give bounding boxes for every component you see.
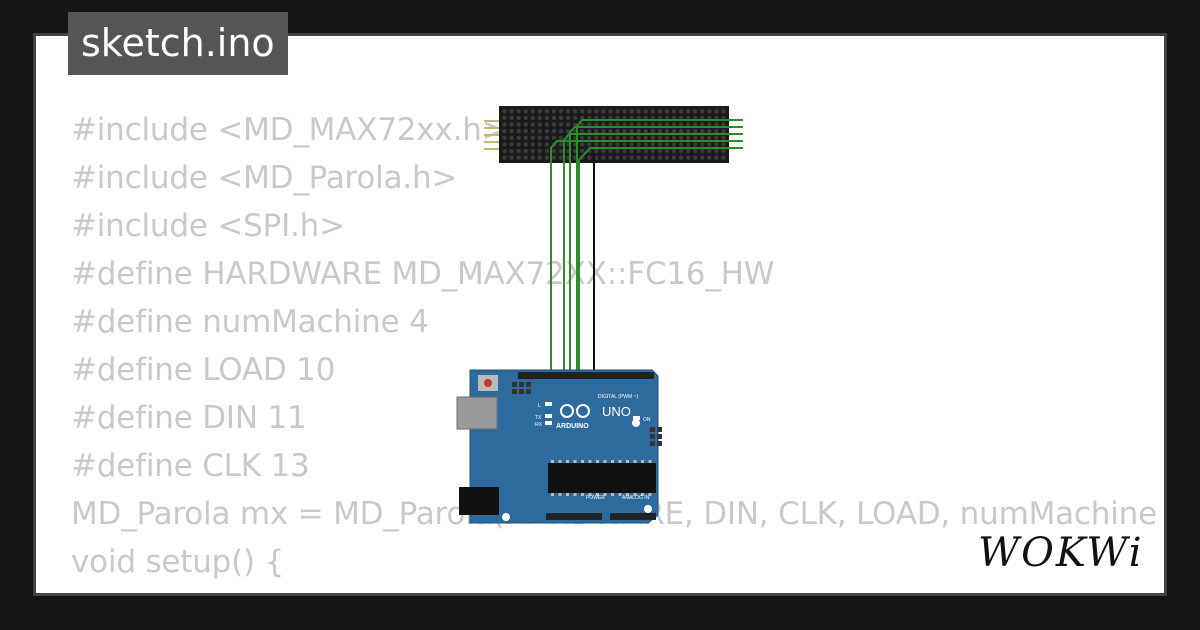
microcontroller-chip	[548, 463, 656, 493]
wire-gnd	[569, 126, 743, 378]
code-line: #include <SPI.h>	[71, 208, 345, 244]
code-editor: #include <MD_MAX72xx.h> #include <MD_Par…	[71, 106, 1157, 593]
wire-clk	[578, 147, 743, 518]
wires	[550, 119, 743, 518]
wire-din	[563, 133, 743, 378]
code-line: #define CLK 13	[71, 448, 310, 484]
board-brand: ARDUINO	[556, 423, 589, 430]
digital-header	[518, 372, 654, 379]
wire-cs	[550, 140, 743, 378]
wire-vcc	[576, 119, 743, 378]
wokwi-logo: WOKWi	[978, 530, 1144, 576]
analog-label: ANALOG IN	[622, 495, 650, 501]
analog-header	[610, 513, 656, 520]
logo-text: WOKWi	[978, 530, 1144, 576]
board-name: UNO	[602, 404, 631, 419]
code-line: #define HARDWARE MD_MAX72XX::FC16_HW	[71, 256, 775, 292]
code-line: #define DIN 11	[71, 400, 307, 436]
code-line: #define LOAD 10	[71, 352, 336, 388]
on-label: ON	[643, 417, 651, 423]
power-header	[546, 513, 602, 520]
digital-label: DIGITAL (PWM ~)	[598, 394, 638, 400]
code-line: #define numMachine 4	[71, 304, 429, 340]
arduino-uno-board[interactable]: UNO ARDUINO DIGITAL (PWM ~) POWER ANALOG…	[456, 369, 662, 524]
code-line: void setup() {	[71, 544, 285, 580]
file-title-tab[interactable]: sketch.ino	[68, 12, 288, 75]
matrix-left-pins	[484, 120, 499, 150]
tx-led-label: TX	[535, 415, 542, 421]
code-line: #include <MD_MAX72xx.h>	[71, 112, 508, 148]
l-led-label: L	[538, 403, 541, 409]
code-line: // ...	[71, 586, 1157, 593]
rx-led-label: RX	[535, 422, 543, 428]
code-line: #include <MD_Parola.h>	[71, 160, 458, 196]
arduino-logo-icon	[560, 404, 590, 418]
power-label: POWER	[586, 495, 605, 501]
